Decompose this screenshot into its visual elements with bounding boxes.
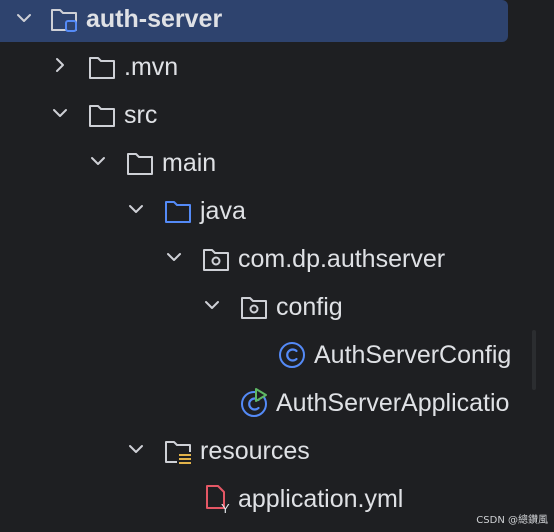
chevron-down-icon[interactable] [127,440,145,458]
chevron-down-icon[interactable] [165,248,183,266]
source-root-folder-icon [165,201,191,223]
spring-boot-class-icon [241,388,267,417]
tree-item-resources[interactable]: resources [0,428,554,476]
chevron-right-icon[interactable] [51,56,69,74]
folder-icon [89,105,115,127]
folder-icon [89,57,115,79]
tree-item-label: config [276,293,343,321]
tree-item-authserverconfig[interactable]: AuthServerConfig [0,332,554,380]
tree-item-label: main [162,149,217,177]
tree-item-label: auth-server [86,5,223,33]
tree-item-label: com.dp.authserver [238,245,446,273]
tree-item-label: AuthServerConfig [314,341,512,369]
resources-folder-icon [165,441,191,464]
folder-icon [127,153,153,175]
scrollbar[interactable] [532,330,536,390]
tree-item-application-yml[interactable]: Y application.yml [0,476,554,524]
tree-item-java[interactable]: java [0,188,554,236]
chevron-down-icon[interactable] [127,200,145,218]
package-icon [241,297,267,319]
tree-item-label: .mvn [124,53,179,81]
tree-item-package-com-dp-authserver[interactable]: com.dp.authserver [0,236,554,284]
package-icon [203,249,229,271]
chevron-down-icon[interactable] [89,152,107,170]
tree-item-label: AuthServerApplicatio [276,389,510,417]
chevron-down-icon[interactable] [203,296,221,314]
class-icon [279,342,305,368]
tree-item-label: application.yml [238,485,404,513]
yaml-file-icon: Y [206,485,230,514]
tree-item-authserverapplication[interactable]: AuthServerApplicatio [0,380,554,428]
tree-item-auth-server[interactable]: auth-server [0,0,554,48]
tree-item-main[interactable]: main [0,140,554,188]
svg-text:Y: Y [221,501,230,514]
tree-item-label: resources [200,437,310,465]
module-folder-icon [51,9,77,32]
chevron-down-icon[interactable] [15,9,33,27]
tree-item-mvn[interactable]: .mvn [0,44,554,92]
chevron-down-icon[interactable] [51,104,69,122]
watermark: CSDN @總鑽風 [476,515,548,526]
tree-item-label: java [200,197,246,225]
tree-item-package-config[interactable]: config [0,284,554,332]
tree-item-label: src [124,101,158,129]
selection-highlight [0,0,508,42]
tree-item-src[interactable]: src [0,92,554,140]
